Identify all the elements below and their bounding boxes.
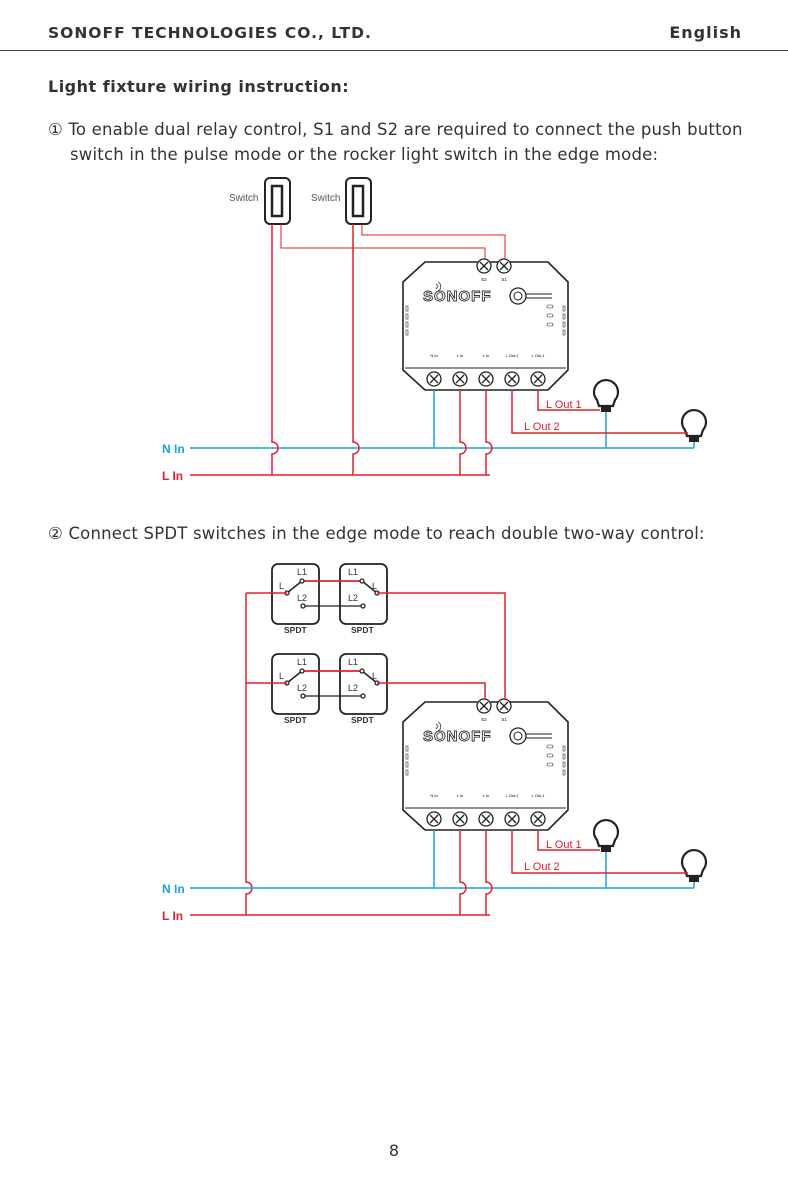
switch-2 [345, 177, 372, 225]
svg-text:L Out 2: L Out 2 [506, 353, 520, 358]
led-indicators [546, 744, 554, 767]
svg-text:S2: S2 [481, 277, 487, 282]
sonoff-module: S2 S1 SONOFF N In L In L In L Out 2 L Ou… [402, 258, 708, 448]
svg-text:L Out 1: L Out 1 [546, 839, 582, 851]
svg-text:L: L [279, 671, 284, 681]
bottom-screw-terminals [426, 371, 546, 387]
step-2-text: ② Connect SPDT switches in the edge mode… [48, 524, 705, 543]
svg-text:S1: S1 [501, 277, 507, 282]
screw-terminal-s2 [476, 258, 492, 274]
svg-text:L2: L2 [348, 593, 358, 603]
step-2-number: ② [48, 524, 63, 543]
spdt-pair: L1 L L2 L1 L L2 SPDT SPDT [271, 563, 388, 635]
svg-text:SPDT: SPDT [284, 715, 307, 725]
svg-text:L1: L1 [348, 567, 358, 577]
screw-terminal-s1 [496, 258, 512, 274]
svg-text:Switch: Switch [229, 193, 258, 204]
svg-text:SPDT: SPDT [284, 625, 307, 635]
page-number: 8 [388, 1141, 400, 1160]
svg-text:L In: L In [457, 793, 464, 798]
svg-text:L: L [372, 581, 377, 591]
svg-text:L In: L In [457, 353, 464, 358]
side-vents [405, 745, 566, 776]
side-vents [405, 305, 566, 336]
bulb-2 [680, 848, 708, 882]
svg-text:L1: L1 [297, 567, 307, 577]
screw-terminal-s1 [496, 698, 512, 714]
pairing-button[interactable] [509, 287, 552, 305]
bulb-2 [680, 408, 708, 442]
l-out-1-label: L Out 1 [546, 399, 582, 411]
svg-text:L2: L2 [348, 683, 358, 693]
company-name: SONOFF TECHNOLOGIES CO., LTD. [48, 24, 372, 42]
bulb-1 [592, 378, 620, 412]
sonoff-module-2: S2 S1 SONOFF N In L In L In L Out 2 L Ou… [402, 698, 708, 888]
svg-text:Switch: Switch [311, 193, 340, 204]
svg-text:L1: L1 [348, 657, 358, 667]
header-divider [0, 50, 788, 51]
svg-text:S1: S1 [501, 717, 507, 722]
svg-text:L Out 1: L Out 1 [532, 793, 546, 798]
pairing-button[interactable] [509, 727, 552, 745]
svg-text:S2: S2 [481, 717, 487, 722]
l-in-label: L In [162, 469, 183, 483]
bottom-screw-terminals [426, 811, 546, 827]
step-1-number: ① [48, 120, 63, 139]
svg-text:L Out 2: L Out 2 [524, 861, 560, 873]
svg-text:L In: L In [162, 909, 183, 923]
spdt-pair: L1 L L2 L1 L L2 SPDT SPDT [271, 653, 388, 725]
step-1-text: ① To enable dual relay control, S1 and S… [48, 120, 743, 164]
led-indicators [546, 304, 554, 327]
svg-text:L In: L In [483, 353, 490, 358]
wifi-icon [435, 721, 442, 732]
sonoff-logo: SONOFF [423, 288, 492, 305]
diagram-1: Switch Switch N In L In L Out 1 L Out 2 [162, 177, 694, 483]
svg-text:L In: L In [483, 793, 490, 798]
svg-text:L Out 1: L Out 1 [532, 353, 546, 358]
svg-text:L Out 2: L Out 2 [506, 793, 520, 798]
sonoff-logo: SONOFF [423, 728, 492, 745]
switch-1 [264, 177, 291, 225]
section-title: Light fixture wiring instruction: [48, 77, 350, 96]
svg-text:L2: L2 [297, 593, 307, 603]
svg-text:L2: L2 [297, 683, 307, 693]
svg-text:SPDT: SPDT [351, 715, 374, 725]
l-out-2-label: L Out 2 [524, 421, 560, 433]
bulb-1 [592, 818, 620, 852]
language-label: English [669, 23, 742, 42]
svg-text:L: L [279, 581, 284, 591]
diagram-2: L1 L L2 L1 L L2 SPDT SPDT L1 [162, 563, 694, 923]
svg-text:N In: N In [162, 882, 185, 896]
wifi-icon [435, 281, 442, 292]
svg-text:L1: L1 [297, 657, 307, 667]
screw-terminal-s2 [476, 698, 492, 714]
n-in-label: N In [162, 442, 185, 456]
svg-text:L: L [372, 671, 377, 681]
svg-text:SPDT: SPDT [351, 625, 374, 635]
svg-text:N In: N In [430, 353, 437, 358]
svg-text:N In: N In [430, 793, 437, 798]
